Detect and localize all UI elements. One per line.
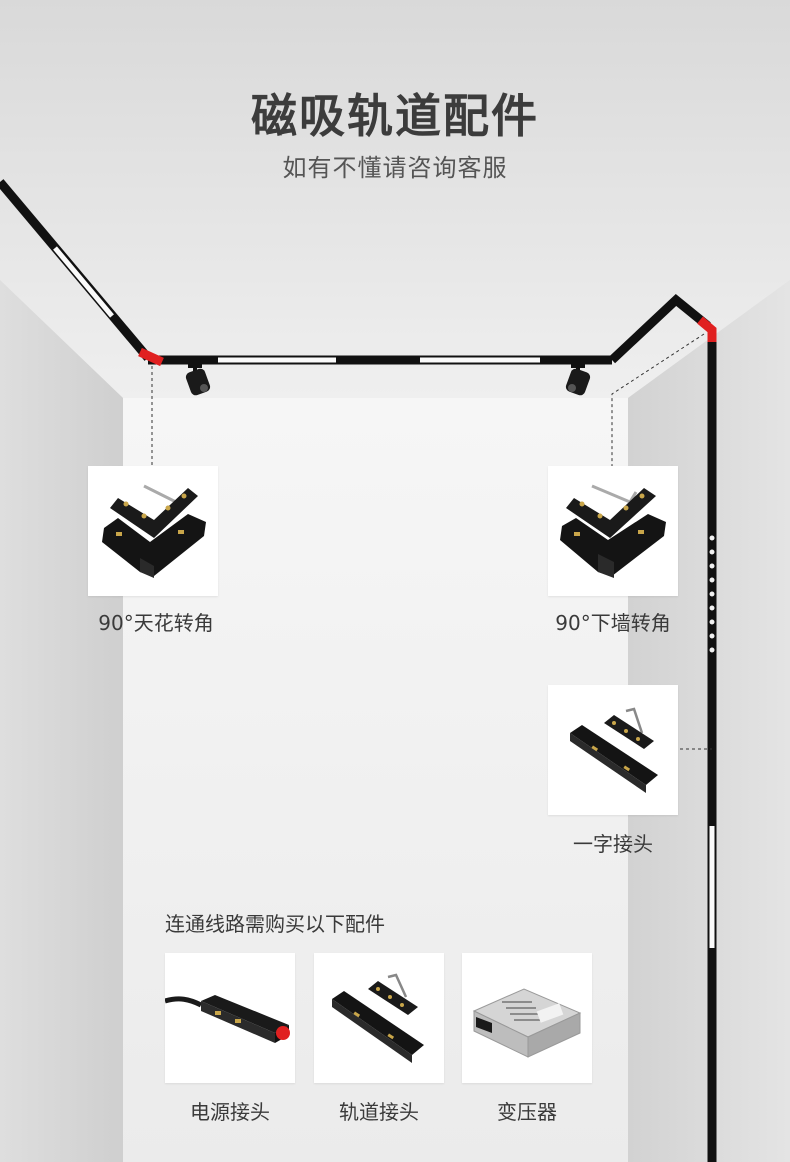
track-connector-card[interactable] [314,953,444,1083]
page-subtitle: 如有不懂请咨询客服 [282,154,508,182]
track-connector-label: 轨道接头 [339,1100,419,1124]
wall-corner-label: 90°下墙转角 [555,611,671,635]
power-connector-label: 电源接头 [190,1100,270,1124]
wall-corner-connector-icon [560,484,666,578]
spotlight-left-icon [185,360,211,396]
wall-corner-card[interactable] [548,466,678,596]
page-title: 磁吸轨道配件 [251,89,539,143]
transformer-label: 变压器 [497,1100,557,1124]
purchase-note: 连通线路需购买以下配件 [165,912,385,936]
power-connector-icon [165,995,290,1043]
track-connector-icon [332,973,424,1063]
transformer-icon [472,988,582,1058]
straight-connector-label: 一字接头 [573,832,653,856]
straight-connector-card[interactable] [548,685,678,815]
power-connector-card[interactable] [165,953,295,1083]
ceiling-corner-label: 90°天花转角 [98,611,214,635]
transformer-card[interactable] [462,953,592,1083]
ceiling-corner-connector-icon [102,484,206,578]
ceiling-corner-card[interactable] [88,466,218,596]
straight-connector-icon [570,707,658,793]
spotlight-right-icon [565,360,591,396]
